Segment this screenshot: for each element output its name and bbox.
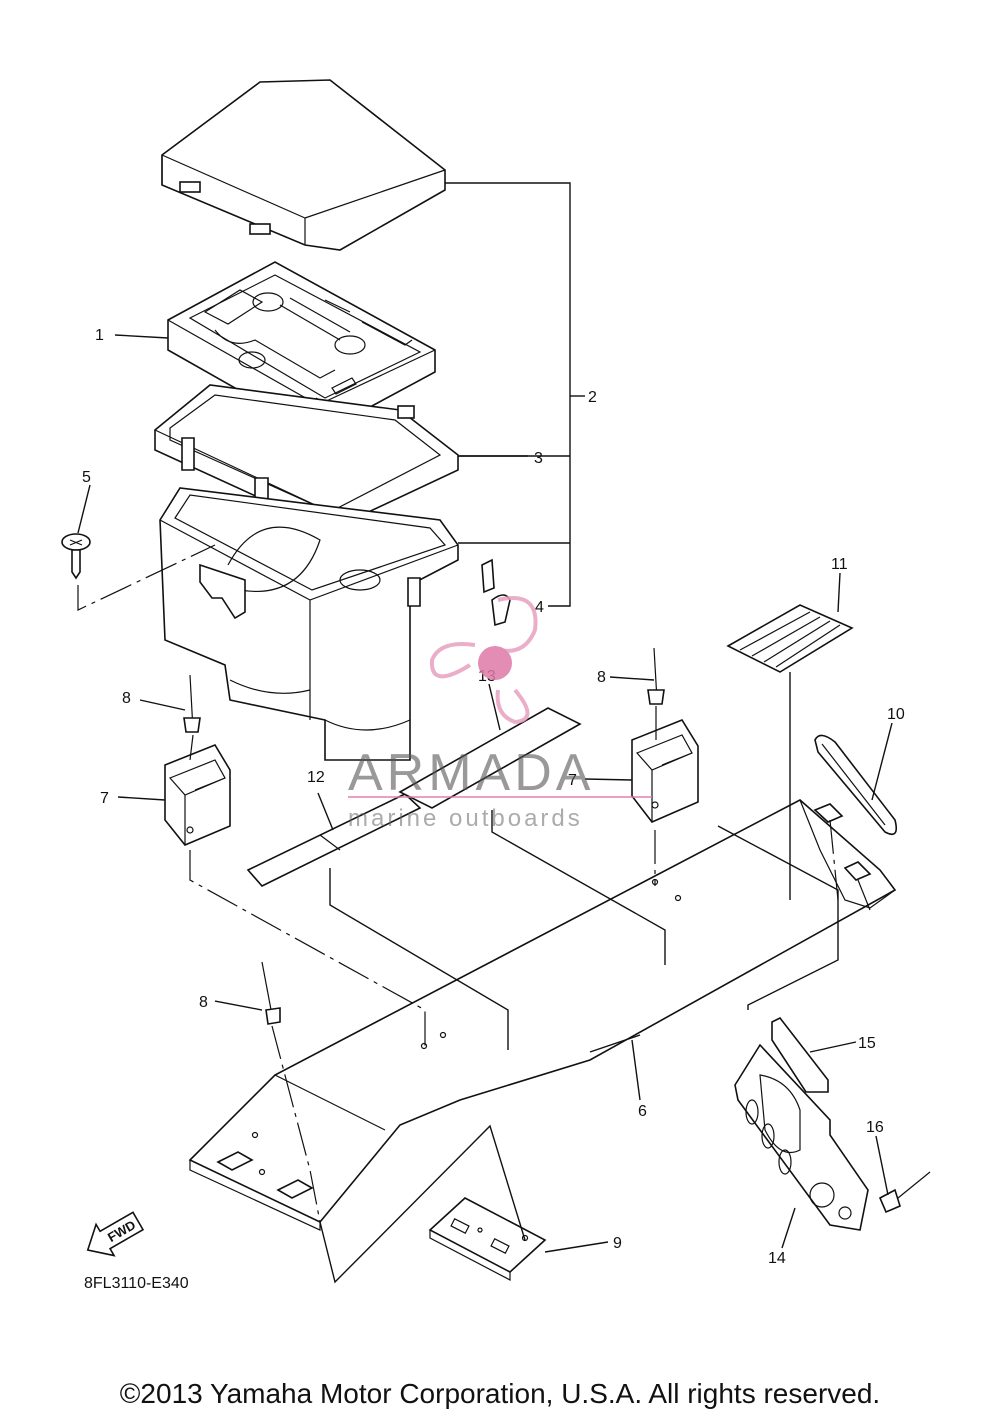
callout-15: 15 xyxy=(858,1035,876,1052)
leader-lines xyxy=(77,484,893,1253)
callout-7-left: 7 xyxy=(100,790,109,807)
lid-part xyxy=(161,79,446,251)
callout-labels: 1 2 3 4 5 6 7 7 8 8 8 9 10 11 12 13 14 1… xyxy=(82,327,905,1267)
callout-8-bottom: 8 xyxy=(199,994,208,1011)
tool-tray-part xyxy=(167,261,436,436)
clip-right-part xyxy=(631,719,699,823)
callout-8-top-left: 8 xyxy=(122,690,131,707)
rivet-a-part xyxy=(183,674,201,761)
assembly-lines xyxy=(189,672,871,1284)
rivet-b-part xyxy=(647,647,665,740)
callout-6: 6 xyxy=(638,1103,647,1120)
propeller-logo-icon xyxy=(429,596,538,725)
diagram-code: 8FL3110-E340 xyxy=(84,1275,189,1292)
callout-9: 9 xyxy=(613,1235,622,1252)
mat-part xyxy=(726,604,854,673)
callout-1: 1 xyxy=(95,327,104,344)
callout-14: 14 xyxy=(768,1250,786,1267)
callout-5: 5 xyxy=(82,469,91,486)
callout-4: 4 xyxy=(535,599,544,616)
callout-11: 11 xyxy=(831,556,848,573)
callout-10: 10 xyxy=(887,706,905,723)
tape-strip-12-part xyxy=(246,793,422,887)
screw-part xyxy=(61,533,216,611)
watermark-tagline: marine outboards xyxy=(348,805,583,832)
callout-2: 2 xyxy=(588,389,597,406)
plate-part xyxy=(428,1197,547,1281)
callout-7-right: 7 xyxy=(568,772,577,789)
callout-12: 12 xyxy=(307,769,325,786)
callout-16: 16 xyxy=(866,1119,884,1136)
storage-box-part xyxy=(159,487,459,761)
pad-15-part xyxy=(771,1016,829,1093)
tape-strip-13-part xyxy=(398,707,582,809)
rivet-c-part xyxy=(261,961,281,1025)
armada-watermark: ARMADA marine outboards xyxy=(348,596,652,832)
clip-part xyxy=(481,558,511,627)
copyright-notice: ©2013 Yamaha Motor Corporation, U.S.A. A… xyxy=(119,1378,881,1409)
fwd-arrow-icon: FWD xyxy=(86,1211,145,1257)
watermark-brand: ARMADA xyxy=(348,744,594,802)
assembly-bracket xyxy=(114,182,585,607)
cable-part xyxy=(814,734,898,836)
clip-left-part xyxy=(164,744,231,846)
callout-8-top-right: 8 xyxy=(597,669,606,686)
base-plate-part xyxy=(188,799,897,1231)
rivet-16-part xyxy=(878,1171,931,1214)
bracket-14-part xyxy=(734,1043,869,1231)
callout-3: 3 xyxy=(534,450,543,467)
